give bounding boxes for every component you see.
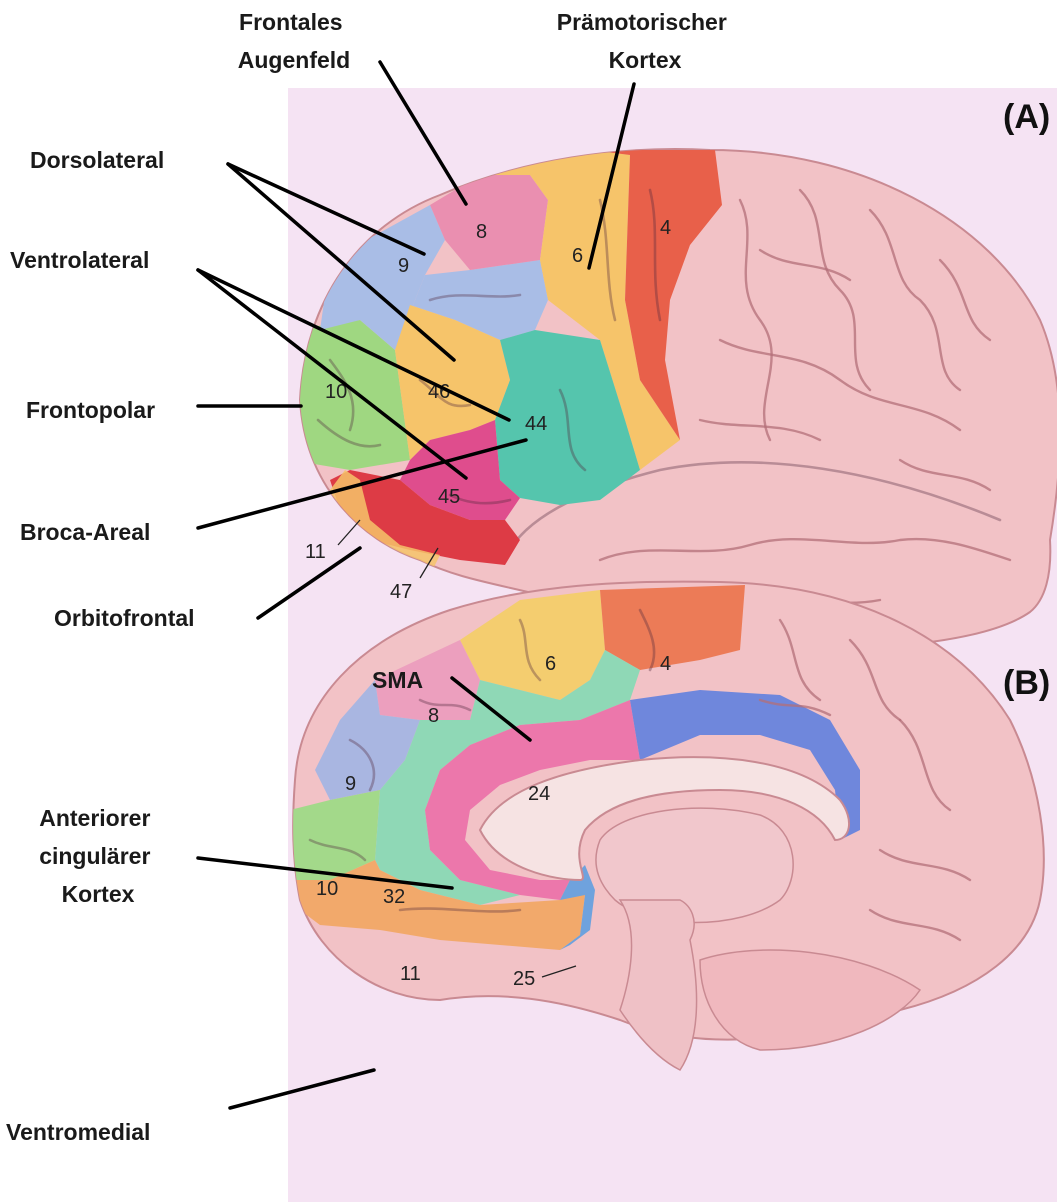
medial-area-11-label: 11 (400, 963, 421, 985)
frontopolar-label: Frontopolar (26, 397, 155, 423)
area-11-label: 11 (305, 541, 326, 563)
medial-area-24-label: 24 (528, 783, 550, 805)
dorsolateral-label: Dorsolateral (30, 147, 164, 173)
medial-area-9-label: 9 (345, 773, 356, 795)
medial-area-10-label: 10 (316, 878, 338, 900)
premotor-label: Prämotorischer Kortex (557, 9, 733, 73)
anterior-cingulate-label: Anteriorer cingulärer Kortex (39, 805, 157, 907)
medial-area-25-label: 25 (513, 968, 535, 990)
panel-a-letter: (A) (1003, 98, 1050, 136)
medial-area-8-label: 8 (428, 705, 439, 727)
sma-label: SMA (372, 667, 423, 693)
broca-label: Broca-Areal (20, 519, 150, 545)
medial-area-32-label: 32 (383, 886, 405, 908)
medial-area-4-label: 4 (660, 653, 671, 675)
area-4-label: 4 (660, 217, 671, 239)
area-6-label: 6 (572, 245, 583, 267)
medial-area-6-label: 6 (545, 653, 556, 675)
area-8-label: 8 (476, 221, 487, 243)
frontal-eye-field-label: Frontales Augenfeld (238, 9, 350, 73)
panel-b-letter: (B) (1003, 664, 1050, 702)
orbitofrontal-label: Orbitofrontal (54, 605, 195, 631)
ventromedial-label: Ventromedial (6, 1119, 150, 1145)
area-44-label: 44 (525, 413, 547, 435)
area-9-label: 9 (398, 255, 409, 277)
area-47-label: 47 (390, 581, 412, 603)
area-45-label: 45 (438, 486, 460, 508)
ventrolateral-label: Ventrolateral (10, 247, 149, 273)
